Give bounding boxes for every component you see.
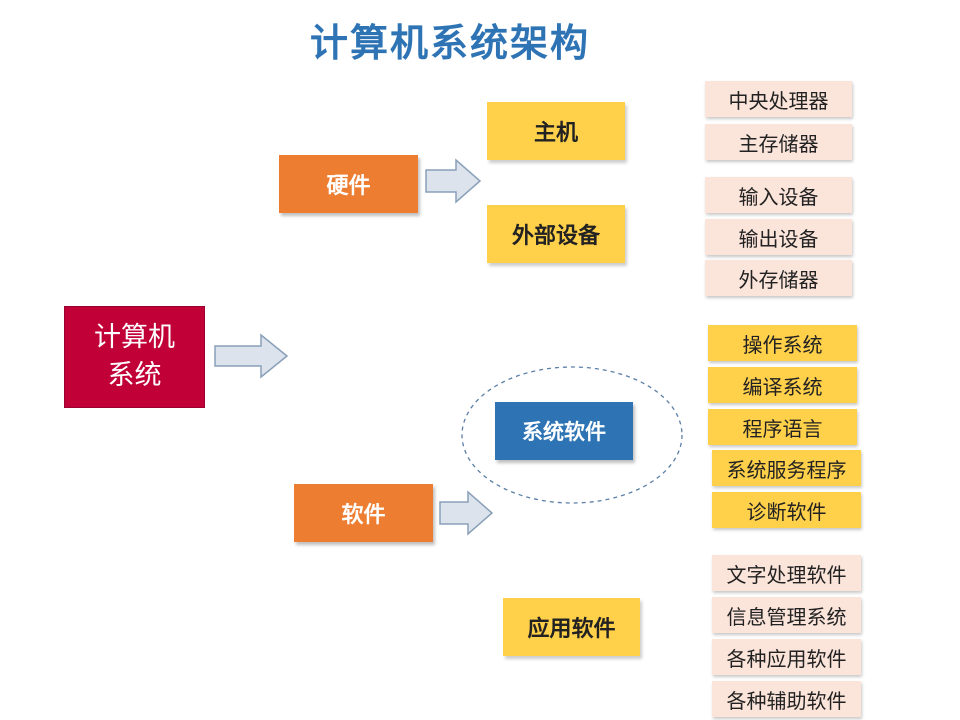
leaf-cpu: 中央处理器 (705, 81, 852, 117)
root-node-computer-system: 计算机 系统 (64, 306, 205, 408)
leaf-diagnostic-software: 诊断软件 (712, 492, 861, 528)
group-peripherals: 外部设备 (487, 205, 625, 263)
highlight-ellipse (461, 366, 683, 504)
group-system-software: 系统软件 (495, 402, 633, 460)
leaf-programming-language: 程序语言 (708, 409, 857, 445)
leaf-external-storage: 外存储器 (705, 260, 852, 296)
arrow-hardware-icon (425, 158, 482, 204)
category-hardware: 硬件 (279, 155, 418, 213)
leaf-compiler-system: 编译系统 (708, 367, 857, 403)
group-application-software: 应用软件 (503, 598, 640, 656)
leaf-various-applications: 各种应用软件 (712, 639, 861, 675)
category-software: 软件 (294, 484, 433, 542)
leaf-operating-system: 操作系统 (708, 325, 857, 361)
leaf-output-device: 输出设备 (705, 219, 852, 255)
leaf-various-auxiliary: 各种辅助软件 (712, 681, 861, 717)
arrow-software-icon (439, 490, 494, 536)
arrow-root-icon (214, 333, 289, 379)
leaf-info-management: 信息管理系统 (712, 597, 861, 633)
page-title: 计算机系统架构 (309, 21, 590, 65)
leaf-main-memory: 主存储器 (705, 124, 852, 160)
leaf-input-device: 输入设备 (705, 177, 852, 213)
group-host: 主机 (487, 102, 625, 160)
leaf-system-service: 系统服务程序 (712, 450, 861, 486)
leaf-word-processing: 文字处理软件 (712, 555, 861, 591)
